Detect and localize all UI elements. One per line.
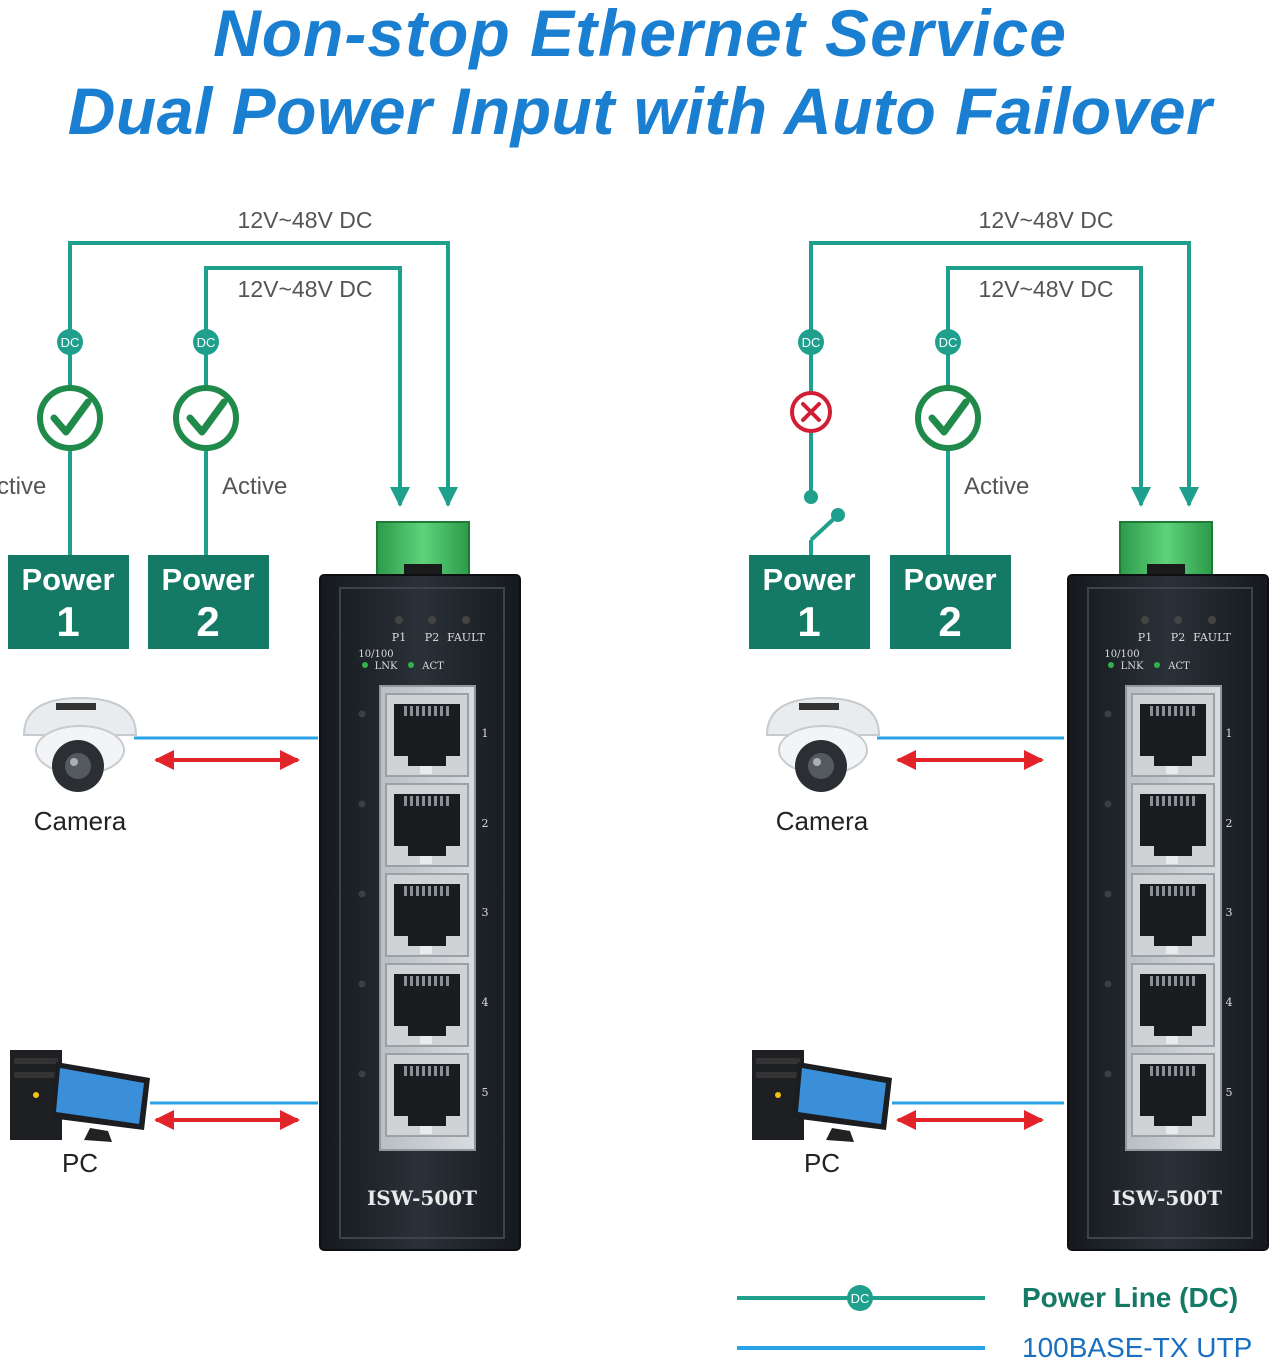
- switch-model: ISW-500T: [367, 1186, 477, 1210]
- voltage-label-inner: 12V~48V DC: [979, 276, 1114, 302]
- legend-dc-badge: [847, 1285, 873, 1311]
- port-led: [1104, 890, 1112, 898]
- camera-icon: [22, 696, 138, 792]
- port-led: [358, 710, 366, 718]
- svg-text:DC: DC: [61, 335, 80, 350]
- rj45-port: [1131, 963, 1215, 1047]
- dc-badge-1: DC: [57, 329, 83, 355]
- pc-icon: [752, 1050, 892, 1142]
- voltage-label-outer: 12V~48V DC: [979, 207, 1114, 233]
- svg-text:10/100: 10/100: [1104, 649, 1139, 660]
- check-circle-icon: [37, 385, 103, 451]
- port-led: [358, 800, 366, 808]
- switch-device: P1 P2 FAULT 10/100 LNK ACT 1 2 3 4 5 ISW…: [319, 521, 521, 1251]
- power-supply-1: Power 1: [749, 555, 870, 649]
- power-supply-2: Power 2: [148, 555, 269, 649]
- svg-text:P1: P1: [392, 631, 406, 644]
- rj45-port: [385, 963, 469, 1047]
- svg-text:ACT: ACT: [1167, 661, 1190, 672]
- svg-text:5: 5: [1226, 1086, 1233, 1099]
- switch-model: ISW-500T: [1112, 1186, 1222, 1210]
- check-circle-icon: [173, 385, 239, 451]
- svg-text:DC: DC: [939, 335, 958, 350]
- voltage-label-inner: 12V~48V DC: [238, 276, 373, 302]
- panel-right: 12V~48V DC 12V~48V DC DC DC Active: [749, 207, 1269, 1251]
- dc-badge-2: DC: [193, 329, 219, 355]
- rj45-port: [1131, 1053, 1215, 1137]
- power2-status-text: Active: [222, 473, 287, 500]
- rj45-port: [1131, 783, 1215, 867]
- svg-text:3: 3: [1226, 906, 1233, 919]
- svg-text:4: 4: [1226, 996, 1233, 1009]
- svg-text:2: 2: [1226, 817, 1233, 830]
- svg-text:FAULT: FAULT: [447, 631, 485, 644]
- svg-text:5: 5: [482, 1086, 489, 1099]
- camera-icon: [765, 696, 881, 792]
- rj45-port: [385, 783, 469, 867]
- rj45-port: [1131, 693, 1215, 777]
- svg-text:P1: P1: [1138, 631, 1152, 644]
- port-led: [358, 890, 366, 898]
- panel-left: 12V~48V DC 12V~48V DC DC DC ctive Active…: [0, 207, 521, 1251]
- port-led: [1104, 980, 1112, 988]
- svg-text:4: 4: [482, 996, 489, 1009]
- power-line-1: [809, 241, 1199, 507]
- port-led: [358, 980, 366, 988]
- svg-text:3: 3: [482, 906, 489, 919]
- camera-label: Camera: [34, 806, 127, 836]
- rj45-port: [385, 1053, 469, 1137]
- port-led: [1104, 710, 1112, 718]
- svg-text:DC: DC: [851, 1291, 870, 1306]
- camera-label: Camera: [776, 806, 869, 836]
- svg-text:LNK: LNK: [1121, 661, 1144, 672]
- port-led: [358, 1070, 366, 1078]
- title-line-2: Dual Power Input with Auto Failover: [67, 74, 1213, 148]
- svg-text:2: 2: [482, 817, 489, 830]
- svg-text:ACT: ACT: [421, 661, 444, 672]
- pc-icon: [10, 1050, 150, 1142]
- svg-text:1: 1: [482, 727, 489, 740]
- legend-power-line-label: Power Line (DC): [1022, 1282, 1238, 1313]
- svg-text:1: 1: [1226, 727, 1233, 740]
- dc-badge-2: DC: [935, 329, 961, 355]
- pc-label: PC: [62, 1148, 98, 1178]
- rj45-port: [1131, 873, 1215, 957]
- rj45-port: [385, 873, 469, 957]
- power-supply-1: Power 1: [8, 555, 129, 649]
- title-line-1: Non-stop Ethernet Service: [213, 0, 1067, 70]
- fail-x-circle-icon: [790, 391, 832, 433]
- svg-text:LNK: LNK: [375, 661, 398, 672]
- rj45-port: [385, 693, 469, 777]
- dc-badge-1: DC: [798, 329, 824, 355]
- svg-text:Power: Power: [21, 562, 114, 597]
- port-led: [1104, 800, 1112, 808]
- svg-text:DC: DC: [802, 335, 821, 350]
- svg-text:DC: DC: [197, 335, 216, 350]
- power1-status-text: ctive: [0, 473, 46, 500]
- svg-text:P2: P2: [1171, 631, 1185, 644]
- power-supply-2: Power 2: [890, 555, 1011, 649]
- power2-status-text: Active: [964, 473, 1029, 500]
- svg-text:FAULT: FAULT: [1193, 631, 1231, 644]
- pc-label: PC: [804, 1148, 840, 1178]
- switch-device: P1 P2 FAULT 10/100 LNK ACT 1 2 3 4 5 ISW…: [1067, 521, 1269, 1251]
- svg-text:P2: P2: [425, 631, 439, 644]
- svg-text:2: 2: [938, 598, 961, 645]
- legend-utp-label: 100BASE-TX UTP: [1022, 1332, 1252, 1363]
- svg-text:10/100: 10/100: [358, 649, 393, 660]
- svg-text:2: 2: [196, 598, 219, 645]
- svg-text:1: 1: [797, 598, 820, 645]
- svg-text:Power: Power: [161, 562, 254, 597]
- port-led: [1104, 1070, 1112, 1078]
- svg-text:1: 1: [56, 598, 79, 645]
- svg-text:Power: Power: [903, 562, 996, 597]
- svg-text:Power: Power: [762, 562, 855, 597]
- check-circle-icon: [915, 385, 981, 451]
- legend: DC Power Line (DC) 100BASE-TX UTP: [737, 1282, 1252, 1363]
- voltage-label-outer: 12V~48V DC: [238, 207, 373, 233]
- open-switch-icon: [804, 490, 845, 555]
